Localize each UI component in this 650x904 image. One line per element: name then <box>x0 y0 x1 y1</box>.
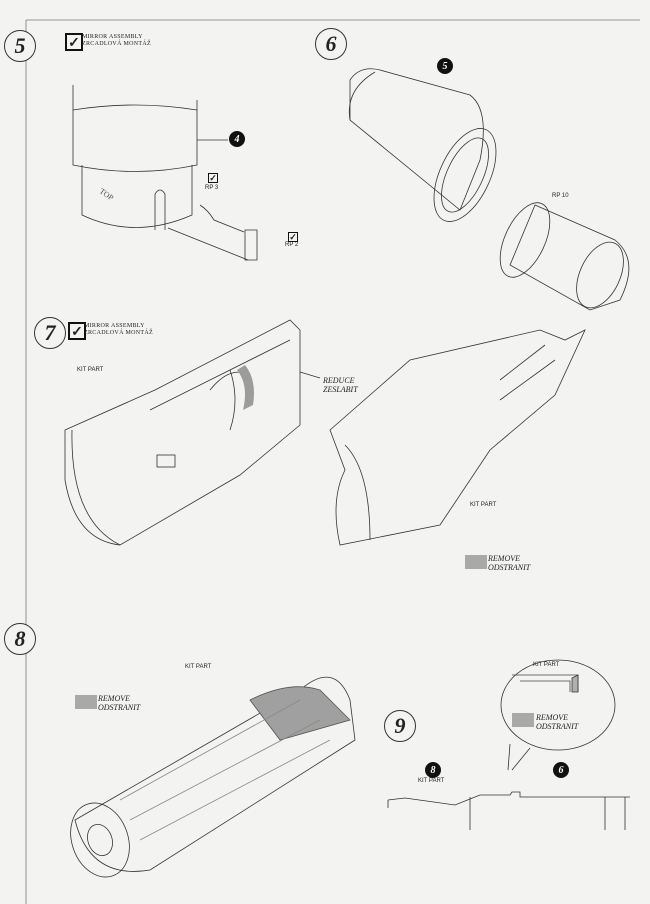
kit-part-label: KIT PART <box>470 502 497 508</box>
checkbox-icon: ✓ <box>68 322 86 340</box>
remove-cz: ODSTRANIT <box>488 563 531 572</box>
bubble-kit-part-label: KIT PART <box>533 662 560 668</box>
step-number-8: 8 <box>4 623 36 655</box>
remove-swatch <box>512 713 534 727</box>
fuselage-right-step7-drawing <box>329 329 586 546</box>
rp3-label: RP 3 <box>205 185 219 191</box>
rp10-label: RP 10 <box>552 193 569 199</box>
remove-swatch <box>465 555 487 569</box>
remove-swatch <box>75 695 97 709</box>
checkbox-icon: ✓ <box>208 173 218 183</box>
reduce-cz: ZESLABIT <box>323 385 358 394</box>
note-en: MIRROR ASSEMBLY <box>84 323 145 329</box>
part-marker-5: 5 <box>437 58 453 74</box>
note-en: MIRROR ASSEMBLY <box>82 34 143 40</box>
remove-en: REMOVE <box>98 694 130 703</box>
fuselage-left-step7-drawing <box>64 319 321 546</box>
engine-step8-drawing <box>70 676 356 878</box>
step-number-5: 5 <box>4 30 36 62</box>
checkbox-icon: ✓ <box>65 33 83 51</box>
step-number-9: 9 <box>384 710 416 742</box>
kit-part-label: KIT PART <box>185 664 212 670</box>
note-cz: ZRCADLOVÁ MONTÁŽ <box>82 41 151 47</box>
kit-part-label: KIT PART <box>77 367 104 373</box>
nozzle-part-4-drawing <box>72 85 258 261</box>
step-number-6: 6 <box>315 28 347 60</box>
remove-en: REMOVE <box>536 713 568 722</box>
reduce-en: REDUCE <box>323 376 355 385</box>
page-frame <box>25 19 640 904</box>
engine-assembly-step6-drawing <box>348 68 630 311</box>
part-marker-4: 4 <box>229 131 245 147</box>
note-cz: ZRCADLOVÁ MONTÁŽ <box>84 330 153 336</box>
rp2-label: RP 2 <box>285 242 299 248</box>
checkbox-icon: ✓ <box>288 232 298 242</box>
part-marker-8: 8 <box>425 762 441 778</box>
kit-part-label: KIT PART <box>418 778 445 784</box>
part-marker-6: 6 <box>553 762 569 778</box>
remove-cz: ODSTRANIT <box>98 703 141 712</box>
remove-cz: ODSTRANIT <box>536 722 579 731</box>
remove-en: REMOVE <box>488 554 520 563</box>
step-number-7: 7 <box>34 317 66 349</box>
side-view-step9-drawing <box>387 659 630 830</box>
